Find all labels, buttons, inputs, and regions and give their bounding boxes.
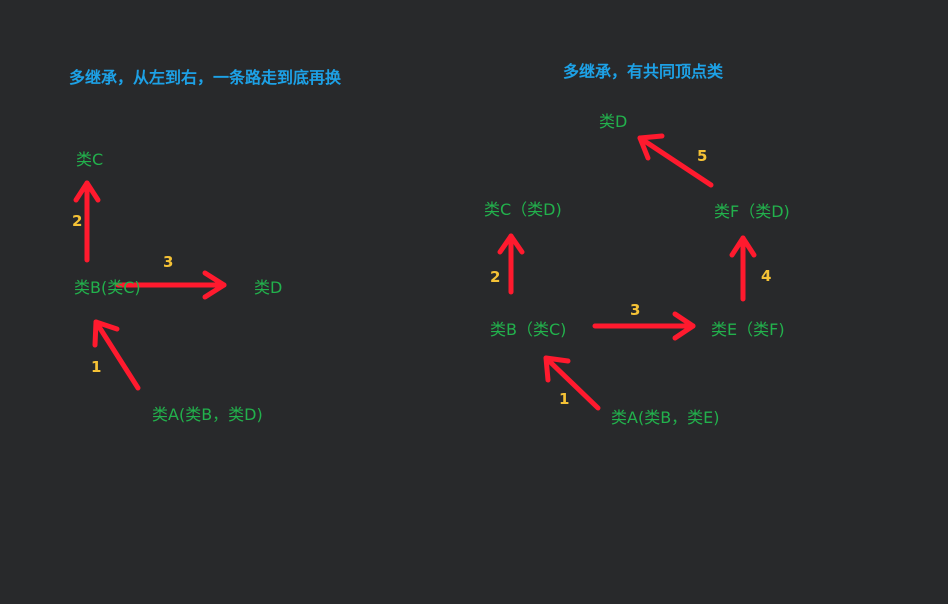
- right-node-class-d: 类D: [599, 112, 628, 131]
- right-arrow-4: [729, 235, 757, 302]
- left-step-1: 1: [91, 358, 102, 376]
- right-node-class-c: 类C（类D): [484, 200, 562, 219]
- left-step-2: 2: [72, 212, 83, 230]
- right-step-5: 5: [697, 147, 708, 165]
- right-arrow-5: [637, 133, 714, 188]
- right-arrow-3: [592, 311, 696, 341]
- right-step-1: 1: [559, 390, 570, 408]
- right-node-class-b: 类B（类C): [490, 320, 567, 339]
- left-arrow-3: [115, 270, 227, 300]
- left-node-class-c: 类C: [76, 150, 104, 169]
- right-arrow-2: [497, 233, 525, 295]
- right-arrow-1: [543, 355, 601, 411]
- left-node-class-d: 类D: [254, 278, 283, 297]
- left-step-3: 3: [163, 253, 174, 271]
- right-node-class-f: 类F（类D): [714, 202, 790, 221]
- right-step-2: 2: [490, 268, 501, 286]
- left-arrow-2: [73, 180, 101, 263]
- right-node-class-e: 类E（类F): [711, 320, 785, 339]
- left-diagram-title: 多继承，从左到右，一条路走到底再换: [69, 68, 342, 87]
- left-node-class-a: 类A(类B，类D): [152, 405, 263, 424]
- left-node-class-b: 类B(类C): [74, 278, 141, 297]
- right-step-4: 4: [761, 267, 772, 285]
- right-node-class-a: 类A(类B，类E): [611, 408, 720, 427]
- right-step-3: 3: [630, 301, 641, 319]
- left-arrow-1: [92, 319, 141, 391]
- right-diagram-title: 多继承，有共同顶点类: [563, 62, 724, 81]
